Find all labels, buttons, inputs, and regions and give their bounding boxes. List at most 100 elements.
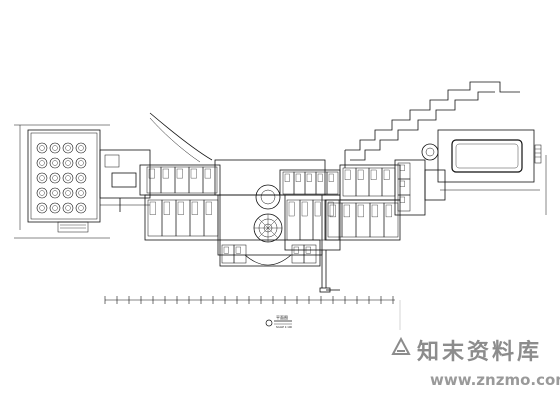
round-table xyxy=(75,172,87,184)
znzmo-logo-icon xyxy=(391,336,411,355)
stepped-terrace xyxy=(344,81,520,168)
bathroom xyxy=(399,196,405,203)
round-table xyxy=(62,187,74,199)
bathroom xyxy=(317,173,323,182)
bathroom xyxy=(371,204,378,218)
round-table xyxy=(62,157,74,169)
round-table xyxy=(36,187,48,199)
round-table xyxy=(36,172,48,184)
table-top xyxy=(52,190,58,196)
round-table xyxy=(49,157,61,169)
table-top xyxy=(52,205,58,211)
bathroom xyxy=(399,180,405,187)
table-top xyxy=(65,145,71,151)
round-table xyxy=(49,172,61,184)
round-table xyxy=(49,202,61,214)
bathroom xyxy=(301,201,308,217)
guest-room xyxy=(383,202,399,238)
bathroom xyxy=(357,204,364,218)
round-table xyxy=(49,187,61,199)
bathroom xyxy=(383,169,390,180)
bathroom xyxy=(163,201,170,215)
bathroom xyxy=(306,173,312,182)
guest-room xyxy=(202,166,218,194)
bathroom xyxy=(399,164,405,171)
bathroom xyxy=(148,168,155,179)
round-tables xyxy=(36,142,87,214)
bathroom xyxy=(176,168,183,179)
guest-room xyxy=(397,194,411,212)
bathroom xyxy=(235,246,241,254)
table-top xyxy=(78,175,84,181)
round-table xyxy=(75,202,87,214)
bathroom xyxy=(204,168,211,179)
guest-room xyxy=(304,171,317,195)
table-top xyxy=(65,190,71,196)
right-wing-rooms xyxy=(324,159,446,241)
guest-room xyxy=(293,171,306,195)
left-banquet-hall xyxy=(14,124,110,239)
table-top xyxy=(65,205,71,211)
round-table xyxy=(75,142,87,154)
bathroom xyxy=(327,201,334,217)
bathroom xyxy=(357,169,364,180)
table-top xyxy=(52,145,58,151)
round-table xyxy=(36,142,48,154)
bathroom xyxy=(370,169,377,180)
table-top xyxy=(78,145,84,151)
center-right-rooms xyxy=(279,169,341,293)
round-table xyxy=(36,157,48,169)
bathroom xyxy=(314,201,321,217)
guest-room xyxy=(381,167,396,197)
guest-room xyxy=(291,244,305,264)
bathroom xyxy=(162,168,169,179)
round-table xyxy=(75,157,87,169)
bathroom xyxy=(177,201,184,215)
table-top xyxy=(65,175,71,181)
drawing-title: 平面图 xyxy=(276,314,288,320)
watermark-url: www.znzmo.com xyxy=(430,371,560,389)
table-top xyxy=(78,160,84,166)
round-table xyxy=(62,172,74,184)
watermark-site-name: 知末资料库 xyxy=(417,340,543,365)
table-top xyxy=(39,190,45,196)
round-table xyxy=(36,202,48,214)
swimming-pool xyxy=(421,129,547,215)
bathroom xyxy=(149,201,156,215)
round-table xyxy=(62,202,74,214)
table-top xyxy=(39,145,45,151)
guest-room xyxy=(221,244,235,264)
bathroom xyxy=(295,173,301,182)
table-top xyxy=(39,175,45,181)
bathroom xyxy=(328,173,334,182)
central-atrium xyxy=(214,159,326,267)
guest-room xyxy=(326,171,339,195)
dimension-line xyxy=(104,296,395,304)
bathroom xyxy=(205,201,212,215)
table-top xyxy=(52,175,58,181)
bathroom xyxy=(385,204,392,218)
guest-room xyxy=(233,244,247,264)
round-table xyxy=(49,142,61,154)
guest-room xyxy=(303,244,317,264)
guest-room xyxy=(282,171,295,195)
table-top xyxy=(52,160,58,166)
bathroom xyxy=(190,168,197,179)
bathroom xyxy=(223,246,229,254)
approach-curves xyxy=(149,112,213,163)
round-table xyxy=(75,187,87,199)
table-top xyxy=(78,205,84,211)
bathroom xyxy=(343,204,350,218)
bathroom xyxy=(344,169,351,180)
table-top xyxy=(39,205,45,211)
round-table xyxy=(62,142,74,154)
drawing-scale: SCALE 1:100 xyxy=(276,325,292,329)
drawing-title-marker xyxy=(265,319,292,327)
bathroom xyxy=(288,201,295,217)
table-top xyxy=(65,160,71,166)
table-top xyxy=(39,160,45,166)
center-left-rooms xyxy=(139,164,221,241)
left-service-block xyxy=(99,149,151,212)
table-top xyxy=(78,190,84,196)
